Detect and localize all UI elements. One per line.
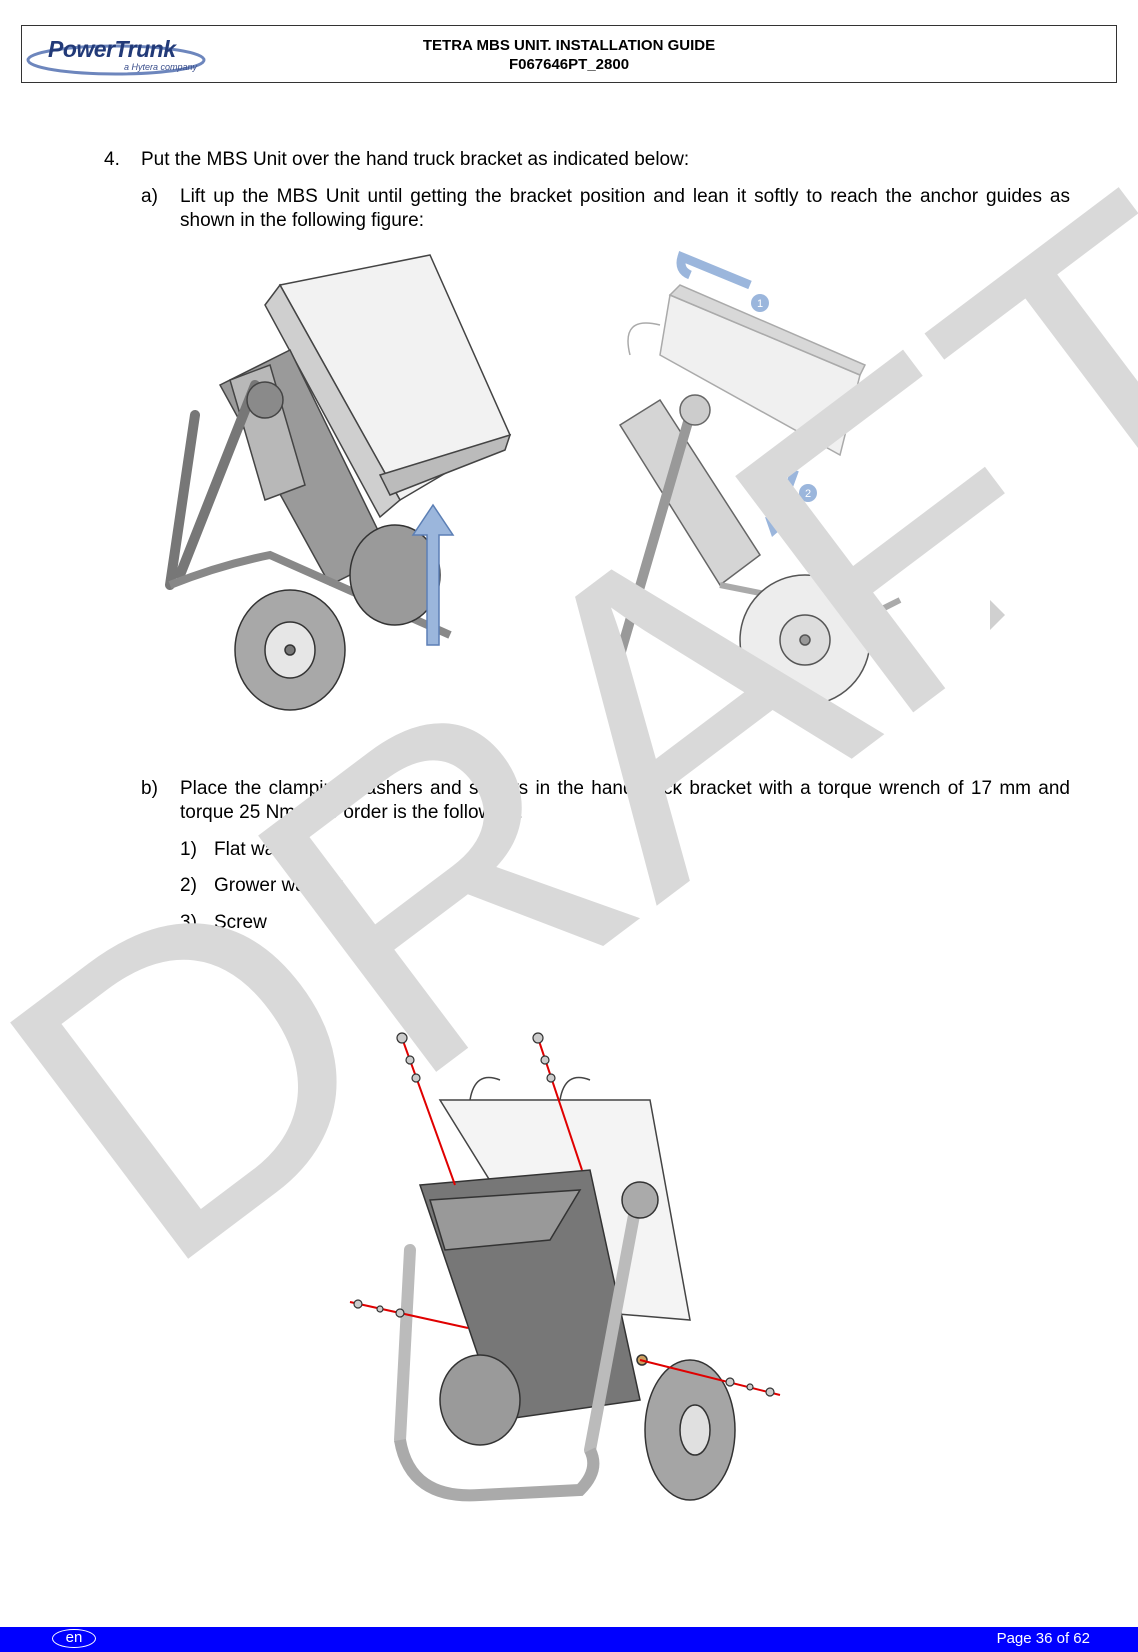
figure-anchor-guides: 1 2 [615,250,1005,706]
list-item-text: Flat washer [214,839,313,860]
mbs-unit-body [264,254,512,519]
logo-subtitle: a Hytera company [124,62,198,72]
substep-a-text: Lift up the MBS Unit until getting the b… [180,186,1070,231]
step-text: Put the MBS Unit over the hand truck bra… [141,149,690,170]
lift-arrow-icon [411,503,455,646]
page-footer: en Page 36 of 62 [0,1627,1138,1652]
figure-clamping-screws [349,1032,781,1502]
guide-title: TETRA MBS UNIT. INSTALLATION GUIDE [422,37,716,54]
wheels [234,524,441,711]
list-item-number: 2) [180,875,197,896]
callout-2: 2 [805,488,811,500]
powertrunk-logo: PowerTrunk a Hytera company [26,32,206,78]
next-marker-icon [990,600,1005,630]
down-arrow-icon: 2 [765,468,817,537]
document-title: TETRA MBS UNIT. INSTALLATION GUIDE F0676… [22,36,1116,74]
substep-b-text: Place the clamping washers and screws in… [180,778,1070,823]
page-header: PowerTrunk a Hytera company TETRA MBS UN… [21,25,1117,83]
list-item-text: Grower washer [214,875,343,896]
figure-lift-unit [165,254,512,711]
list-item-number: 1) [180,839,197,860]
language-badge: en [52,1629,96,1648]
list-item-text: Screw [214,912,267,933]
wheel-2 [739,574,871,706]
hand-truck-frame-3 [394,1169,659,1502]
logo-text: PowerTrunk [48,36,176,62]
mbs-unit-ghost [627,284,867,457]
logo-swoosh [26,44,206,76]
page-number: Page 36 of 62 [996,1630,1090,1647]
substep-b-label: b) [141,778,158,799]
substep-a-label: a) [141,186,158,207]
document-id: F067646PT_2800 [508,56,630,73]
list-item-number: 3) [180,912,197,933]
step-number: 4. [104,149,120,170]
rotate-arrow-icon: 1 [676,250,769,312]
callout-1: 1 [757,298,763,310]
screw-parts [353,1032,775,1397]
wheels-3 [439,1354,736,1501]
